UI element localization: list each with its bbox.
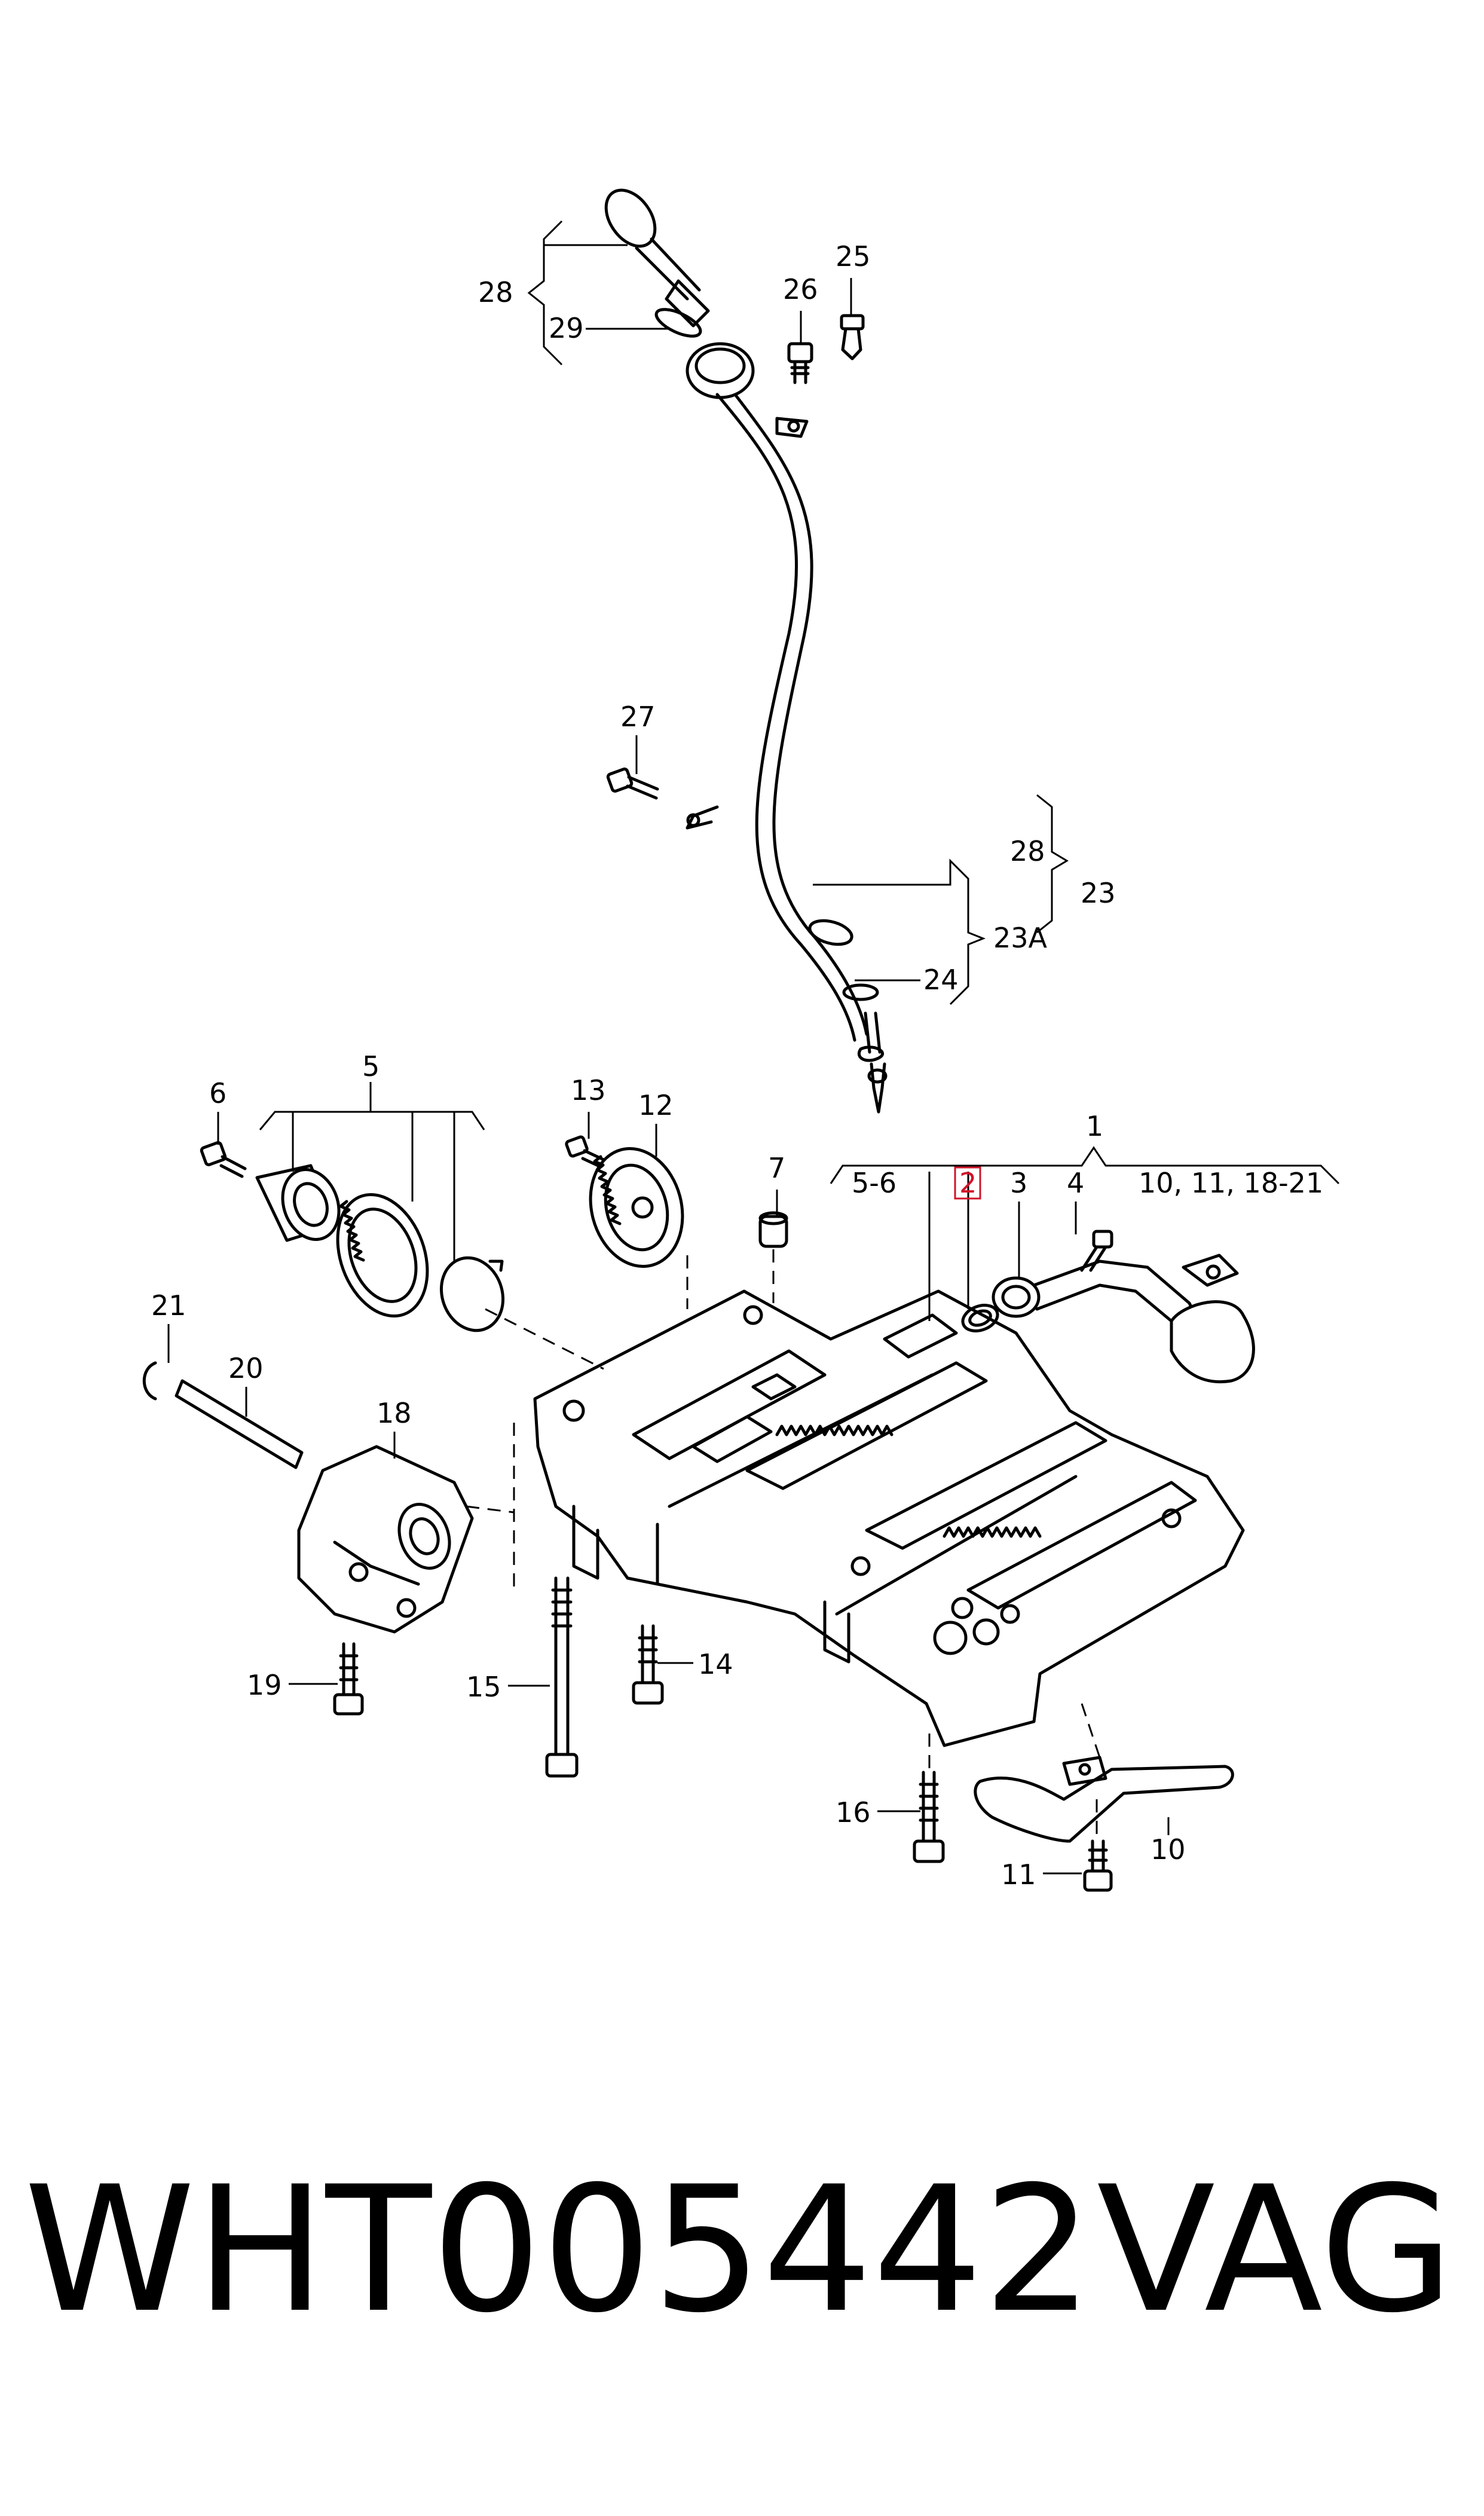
bolt-26-icon — [787, 342, 813, 384]
clip-25-icon — [840, 314, 865, 360]
callout-28-top: 28 — [478, 276, 513, 308]
gear-5-icon — [336, 1193, 429, 1318]
callout-26: 26 — [783, 273, 818, 305]
callout-2: 2 — [959, 1167, 977, 1199]
oil-pump-housing — [533, 1289, 1245, 1747]
callout-5: 5 — [362, 1050, 380, 1083]
pump-18-icon — [297, 1445, 474, 1634]
ring-5-icon — [439, 1256, 505, 1332]
alignment-lines — [466, 1249, 1101, 1841]
callout-23a: 23A — [993, 922, 1048, 954]
callout-7: 7 — [768, 1152, 785, 1184]
bolt-15-icon — [545, 1576, 579, 1778]
callout-10: 10 — [1151, 1833, 1186, 1866]
callout-25: 25 — [836, 240, 871, 273]
callout-1: 1 — [1086, 1110, 1103, 1142]
callout-3: 3 — [1010, 1167, 1027, 1199]
callout-11: 11 — [1001, 1858, 1036, 1891]
bolt-16-icon — [913, 1771, 945, 1863]
callout-23: 23 — [1081, 877, 1116, 909]
callout-4: 4 — [1067, 1167, 1084, 1199]
callout-labels: 28 29 26 25 27 28 23 23A 24 1 5-6 2 3 4 … — [151, 240, 1323, 1891]
o-ring-2-icon — [961, 1304, 999, 1332]
callout-6: 6 — [209, 1077, 227, 1109]
bolt-6-icon — [200, 1141, 247, 1178]
bolt-11-icon — [1083, 1839, 1113, 1892]
bushing-5-icon — [255, 1164, 341, 1242]
pickup-pipe-3-icon — [992, 1254, 1255, 1383]
bolt-14-icon — [632, 1624, 664, 1705]
bolt-19-icon — [333, 1642, 364, 1716]
dipstick-assembly — [604, 188, 888, 1114]
callout-29: 29 — [549, 312, 584, 344]
leader-lines — [167, 220, 1340, 1875]
highlight-box — [954, 1166, 981, 1200]
shaft-20-icon — [175, 1379, 304, 1469]
dowel-7-icon — [758, 1211, 788, 1248]
callout-16: 16 — [836, 1796, 871, 1829]
callout-15: 15 — [466, 1671, 501, 1703]
callout-28-right: 28 — [1010, 835, 1045, 867]
callout-12: 12 — [638, 1089, 674, 1121]
baffle-10-icon — [974, 1756, 1234, 1843]
part-number: WHT005442 — [24, 2150, 1093, 2351]
callout-24: 24 — [923, 964, 959, 996]
gear-12-icon — [589, 1147, 684, 1268]
callout-18: 18 — [377, 1397, 412, 1429]
callout-27: 27 — [620, 701, 656, 733]
callout-21: 21 — [151, 1289, 186, 1322]
brand-name: VAG — [1097, 2150, 1454, 2351]
callout-13: 13 — [571, 1074, 606, 1106]
callout-14: 14 — [698, 1648, 733, 1680]
bolt-4-icon — [1080, 1230, 1113, 1272]
callout-20: 20 — [228, 1352, 264, 1384]
callout-10-group: 10, 11, 18-21 — [1139, 1167, 1323, 1199]
callout-19: 19 — [247, 1669, 282, 1701]
callout-5-6: 5-6 — [852, 1167, 896, 1199]
bolt-27-icon — [606, 767, 659, 800]
clip-21-icon — [142, 1361, 157, 1401]
